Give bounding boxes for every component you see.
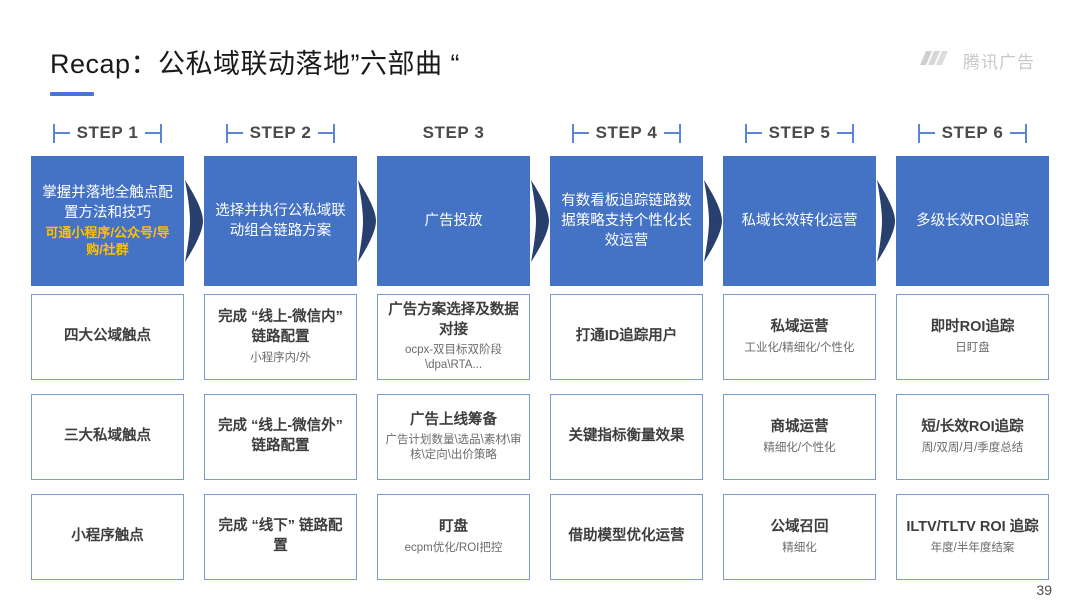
step-label: STEP 1	[76, 123, 139, 142]
detail-card-subtitle: 日盯盘	[955, 341, 990, 354]
bracket-left-icon	[571, 123, 589, 143]
title-accent-rule	[50, 92, 94, 96]
detail-card[interactable]: 四大公域触点	[31, 294, 184, 380]
step-label: STEP 6	[941, 123, 1004, 142]
detail-card[interactable]: 即时ROI追踪日盯盘	[896, 294, 1049, 380]
detail-card[interactable]: 三大私域触点	[31, 394, 184, 480]
detail-card-title: 盯盘	[439, 519, 468, 536]
page-number: 39	[1036, 582, 1052, 598]
step-hero-title: 广告投放	[424, 213, 483, 229]
detail-card-title: 即时ROI追踪	[930, 319, 1015, 336]
detail-card-subtitle: ecpm优化/ROI把控	[404, 541, 503, 554]
step-column-1: STEP 1 掌握并落地全触点配置方法和技巧可通小程序/公众号/导购/社群四大公域…	[31, 118, 203, 580]
flow-arrow-icon	[875, 178, 897, 264]
detail-card[interactable]: 借助模型优化运营	[550, 494, 703, 580]
detail-card[interactable]: 完成 “线上-微信外” 链路配置	[204, 394, 357, 480]
step-hero-box-3[interactable]: 广告投放	[377, 156, 549, 286]
bracket-right-icon	[145, 123, 163, 143]
step-header-3: STEP 3	[377, 118, 530, 148]
six-step-grid: STEP 1 掌握并落地全触点配置方法和技巧可通小程序/公众号/导购/社群四大公域…	[31, 118, 1049, 580]
detail-card-title: 打通ID追踪用户	[575, 328, 678, 345]
step-label: STEP 3	[422, 123, 485, 142]
detail-card-title: 小程序触点	[71, 528, 144, 545]
step-header-2: STEP 2	[204, 118, 357, 148]
bracket-left-icon	[225, 123, 243, 143]
step-hero-subtitle: 可通小程序/公众号/导购/社群	[45, 225, 170, 257]
tencent-ads-slash-mark-icon	[920, 48, 954, 73]
detail-card[interactable]: 完成 “线上-微信内” 链路配置小程序内/外	[204, 294, 357, 380]
detail-card[interactable]: 商城运营精细化/个性化	[723, 394, 876, 480]
brand-logo-text: 腾讯广告	[963, 53, 1035, 73]
detail-card[interactable]: 关键指标衡量效果	[550, 394, 703, 480]
step-hero-box-4[interactable]: 有数看板追踪链路数据策略支持个性化长效运营	[550, 156, 722, 286]
step-header-6: STEP 6	[896, 118, 1049, 148]
detail-card-subtitle: 精细化/个性化	[763, 441, 836, 454]
detail-card-subtitle: 小程序内/外	[250, 351, 311, 364]
brand-logo: 腾讯广告	[920, 48, 1035, 73]
detail-card-subtitle: 工业化/精细化/个性化	[744, 341, 855, 354]
bracket-left-icon	[52, 123, 70, 143]
detail-card-title: 广告方案选择及数据对接	[388, 302, 519, 338]
bracket-right-icon	[1010, 123, 1028, 143]
detail-card-subtitle: ocpx-双目标双阶段\dpa\RTA...	[404, 344, 503, 372]
detail-card-title: 短/长效ROI追踪	[921, 419, 1024, 436]
detail-card-title: 商城运营	[770, 419, 829, 436]
step-hero-box-1[interactable]: 掌握并落地全触点配置方法和技巧可通小程序/公众号/导购/社群	[31, 156, 203, 286]
step-header-4: STEP 4	[550, 118, 703, 148]
detail-card-subtitle: 广告计划数量\选品\素材\审核\定向\出价策略	[385, 434, 522, 462]
detail-card-title: 私域运营	[770, 319, 829, 336]
step-hero-title: 有数看板追踪链路数据策略支持个性化长效运营	[561, 193, 692, 249]
bracket-left-icon	[917, 123, 935, 143]
detail-card-title: 借助模型优化运营	[568, 528, 685, 545]
step-column-2: STEP 2 选择并执行公私域联动组合链路方案完成 “线上-微信内” 链路配置小程…	[204, 118, 376, 580]
step-hero-title: 私域长效转化运营	[741, 213, 858, 229]
detail-card[interactable]: 打通ID追踪用户	[550, 294, 703, 380]
detail-card[interactable]: 小程序触点	[31, 494, 184, 580]
detail-card-subtitle: 年度/半年度结案	[930, 541, 1015, 554]
detail-card-title: 公域召回	[770, 519, 829, 536]
bracket-right-icon	[318, 123, 336, 143]
step-hero-box-2[interactable]: 选择并执行公私域联动组合链路方案	[204, 156, 376, 286]
detail-card-title: 完成 “线上-微信内” 链路配置	[218, 309, 343, 346]
detail-card-subtitle: 精细化	[782, 541, 817, 554]
step-column-6: STEP 6 多级长效ROI追踪即时ROI追踪日盯盘短/长效ROI追踪周/双周/月…	[896, 118, 1049, 580]
detail-card-title: 关键指标衡量效果	[568, 428, 685, 445]
detail-card-title: ILTV/TLTV ROI 追踪	[906, 519, 1039, 536]
detail-card-title: 完成 “线上-微信外” 链路配置	[218, 418, 343, 454]
step-header-5: STEP 5	[723, 118, 876, 148]
flow-arrow-icon	[356, 178, 378, 264]
detail-card[interactable]: ILTV/TLTV ROI 追踪年度/半年度结案	[896, 494, 1049, 580]
step-column-4: STEP 4 有数看板追踪链路数据策略支持个性化长效运营打通ID追踪用户关键指标衡…	[550, 118, 722, 580]
detail-card[interactable]: 完成 “线下” 链路配置	[204, 494, 357, 580]
detail-card-title: 三大私域触点	[64, 428, 151, 445]
step-header-1: STEP 1	[31, 118, 184, 148]
detail-card-subtitle: 周/双周/月/季度总结	[921, 441, 1024, 454]
step-hero-title: 掌握并落地全触点配置方法和技巧	[42, 185, 173, 222]
detail-card[interactable]: 公域召回精细化	[723, 494, 876, 580]
detail-card-title: 四大公域触点	[64, 328, 151, 345]
detail-card[interactable]: 私域运营工业化/精细化/个性化	[723, 294, 876, 380]
flow-arrow-icon	[529, 178, 551, 264]
page-title: Recap：公私域联动落地”六部曲 “	[50, 49, 461, 79]
detail-card-title: 广告上线筹备	[410, 411, 497, 428]
detail-card[interactable]: 广告方案选择及数据对接 ocpx-双目标双阶段\dpa\RTA...	[377, 294, 530, 380]
step-hero-box-6[interactable]: 多级长效ROI追踪	[896, 156, 1049, 286]
detail-card[interactable]: 广告上线筹备广告计划数量\选品\素材\审核\定向\出价策略	[377, 394, 530, 480]
detail-card[interactable]: 盯盘 ecpm优化/ROI把控	[377, 494, 530, 580]
flow-arrow-icon	[183, 178, 205, 264]
step-hero-box-5[interactable]: 私域长效转化运营	[723, 156, 895, 286]
step-label: STEP 4	[595, 123, 658, 142]
bracket-right-icon	[664, 123, 682, 143]
step-hero-title: 选择并执行公私域联动组合链路方案	[215, 203, 346, 239]
flow-arrow-icon	[702, 178, 724, 264]
step-hero-title: 多级长效ROI追踪	[916, 213, 1029, 229]
detail-card[interactable]: 短/长效ROI追踪周/双周/月/季度总结	[896, 394, 1049, 480]
bracket-left-icon	[744, 123, 762, 143]
step-label: STEP 5	[768, 123, 831, 142]
step-label: STEP 2	[249, 123, 312, 142]
step-column-5: STEP 5 私域长效转化运营私域运营工业化/精细化/个性化商城运营精细化/个性化…	[723, 118, 895, 580]
bracket-right-icon	[837, 123, 855, 143]
detail-card-title: 完成 “线下” 链路配置	[218, 518, 343, 554]
step-column-3: STEP 3 广告投放广告方案选择及数据对接 ocpx-双目标双阶段\dpa\RTA…	[377, 118, 549, 580]
